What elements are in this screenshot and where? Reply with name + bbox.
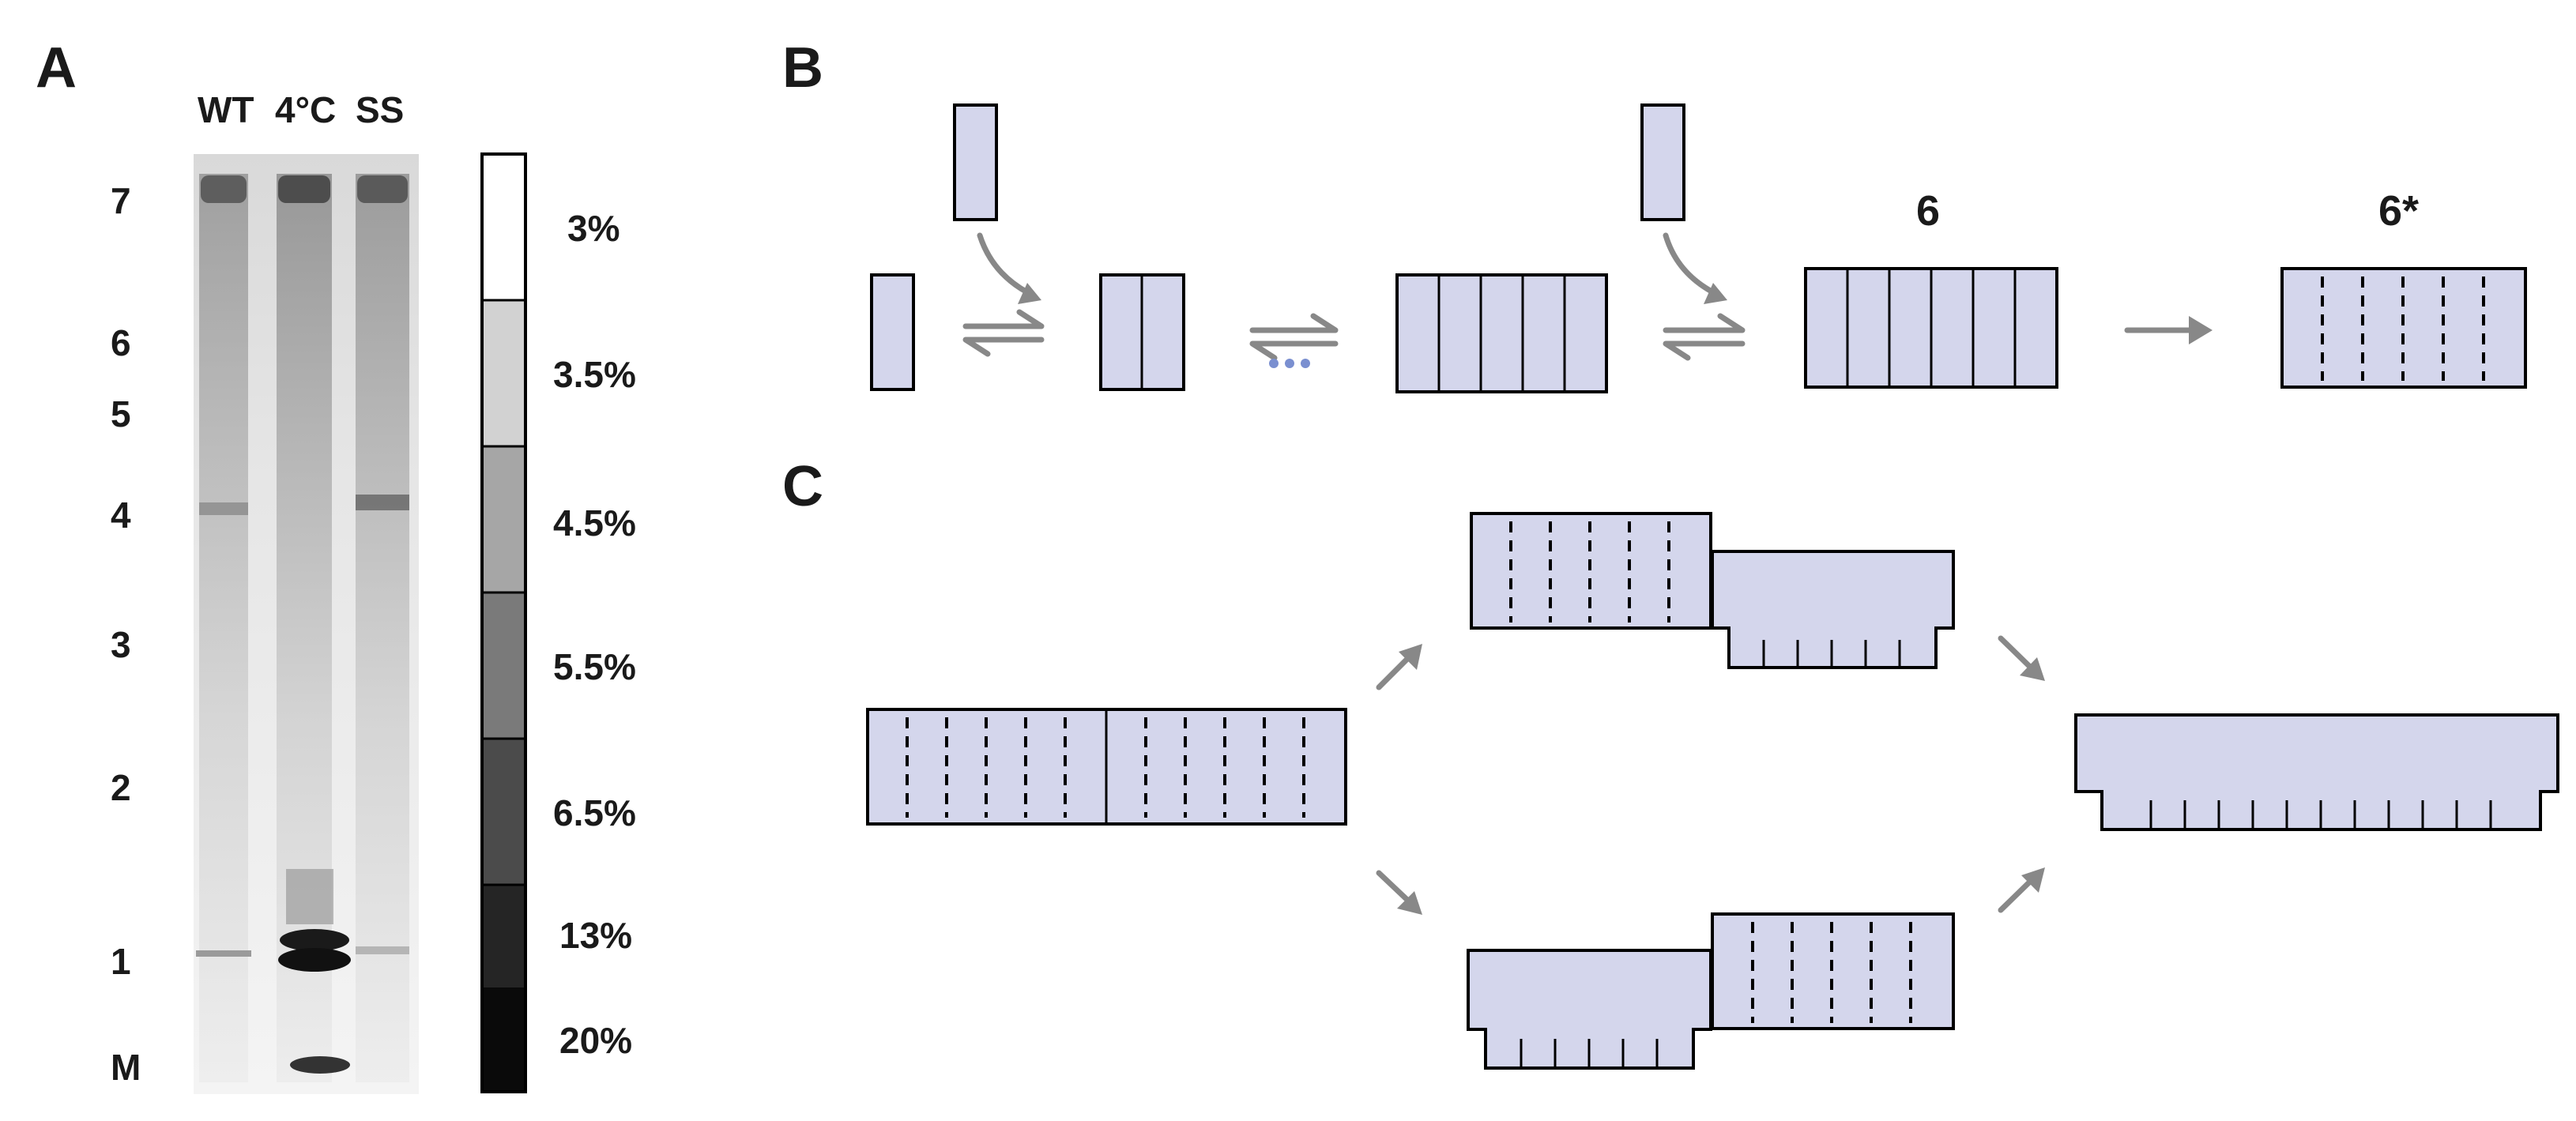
panel-letter-b: B bbox=[782, 36, 823, 100]
pathway-arrow-up-left bbox=[1376, 655, 1411, 690]
gradient-step-4-5 bbox=[482, 446, 525, 592]
gel-band-4c-1 bbox=[278, 948, 351, 972]
band-label-m: M bbox=[111, 1047, 141, 1088]
ellipsis-dot bbox=[1285, 359, 1294, 368]
pathway-arrow-up-right bbox=[1998, 878, 2034, 913]
pentamer bbox=[1395, 273, 1608, 393]
band-labels: 7 6 5 4 3 2 1 M bbox=[111, 180, 141, 1088]
gel-image bbox=[194, 154, 419, 1094]
equilibrium-arrow-2 bbox=[1249, 313, 1339, 368]
pathway-arrow-down-right bbox=[1998, 635, 2034, 671]
lane-label-ss: SS bbox=[356, 89, 404, 130]
gel-band-ss-4 bbox=[356, 495, 409, 510]
band-label-4: 4 bbox=[111, 495, 131, 536]
lane-labels: WT 4°C SS bbox=[198, 89, 404, 130]
panel-letter-a: A bbox=[36, 36, 77, 100]
gradient-outline bbox=[480, 152, 527, 1093]
panel-c: C bbox=[782, 455, 2559, 1070]
gel-lane-wt bbox=[199, 174, 248, 1082]
pathway-arrowhead bbox=[2020, 657, 2045, 681]
panel-letter-c: C bbox=[782, 455, 823, 518]
conversion-arrowhead bbox=[2189, 316, 2213, 344]
band-label-6: 6 bbox=[111, 322, 131, 363]
gradient-label-4-5: 4.5% bbox=[553, 502, 636, 544]
panel-b: B bbox=[782, 36, 2527, 393]
monomer bbox=[870, 273, 915, 391]
gel-smear-4c bbox=[286, 869, 333, 924]
gradient-step-20 bbox=[482, 987, 525, 1092]
gel-band-wt-1 bbox=[196, 950, 251, 957]
band-label-7: 7 bbox=[111, 180, 131, 221]
pathway-arrowhead bbox=[1397, 891, 1422, 915]
gradient-step-5-5 bbox=[482, 592, 525, 739]
lower-intermediate bbox=[1467, 912, 1955, 1070]
ellipsis-dot bbox=[1301, 359, 1310, 368]
binding-arrow-2 bbox=[1663, 232, 1716, 295]
gradient-label-3-5: 3.5% bbox=[553, 354, 636, 395]
panel-a: A WT 4°C SS 7 6 5 4 3 2 1 M bbox=[36, 36, 636, 1094]
gel-band-ss-1 bbox=[356, 946, 409, 954]
pathway-arrowhead bbox=[1399, 644, 1422, 670]
gel-well-wt bbox=[201, 175, 247, 203]
band-label-5: 5 bbox=[111, 393, 131, 434]
gel-band-wt-4 bbox=[199, 502, 248, 515]
pathway-arrow-down-left bbox=[1376, 870, 1411, 904]
equilibrium-arrow-3 bbox=[1663, 313, 1746, 361]
gel-well-4c bbox=[278, 175, 330, 203]
ellipsis-dot bbox=[1269, 359, 1279, 368]
band-label-3: 3 bbox=[111, 624, 131, 665]
band-label-2: 2 bbox=[111, 767, 131, 808]
hexamer-6-star bbox=[2280, 267, 2527, 389]
pathway-arrowhead bbox=[2021, 867, 2045, 893]
lane-label-wt: WT bbox=[198, 89, 254, 130]
density-gradient-bar: 3% 3.5% 4.5% 5.5% 6.5% 13% 20% bbox=[480, 152, 636, 1093]
band-label-1: 1 bbox=[111, 941, 131, 982]
binding-arrow-1 bbox=[977, 232, 1030, 295]
gel-band-4c-m bbox=[290, 1056, 350, 1074]
gradient-label-20: 20% bbox=[559, 1020, 632, 1061]
binding-arrowhead-2 bbox=[1704, 283, 1727, 304]
gel-band-4c-upper bbox=[280, 929, 349, 951]
equilibrium-arrow-1 bbox=[962, 309, 1045, 357]
gradient-step-3 bbox=[482, 154, 525, 300]
gradient-label-3: 3% bbox=[567, 208, 620, 249]
gel-lane-ss bbox=[356, 174, 409, 1082]
gel-well-ss bbox=[357, 175, 408, 203]
lane-label-4c: 4°C bbox=[275, 89, 336, 130]
hexamer-label: 6 bbox=[1916, 187, 1940, 235]
gradient-step-3-5 bbox=[482, 300, 525, 446]
dodecamer bbox=[866, 708, 1347, 826]
gradient-label-5-5: 5.5% bbox=[553, 646, 636, 687]
binding-arrowhead-1 bbox=[1018, 283, 1041, 304]
monomer-incoming-2 bbox=[1640, 103, 1685, 221]
hexamer-star-label: 6* bbox=[2378, 187, 2419, 235]
gradient-label-13: 13% bbox=[559, 915, 632, 956]
gradient-label-6-5: 6.5% bbox=[553, 792, 636, 833]
final-product bbox=[2074, 713, 2559, 831]
gradient-step-6-5 bbox=[482, 739, 525, 885]
gradient-step-13 bbox=[482, 885, 525, 987]
monomer-incoming-1 bbox=[953, 103, 998, 221]
upper-intermediate bbox=[1470, 512, 1955, 669]
